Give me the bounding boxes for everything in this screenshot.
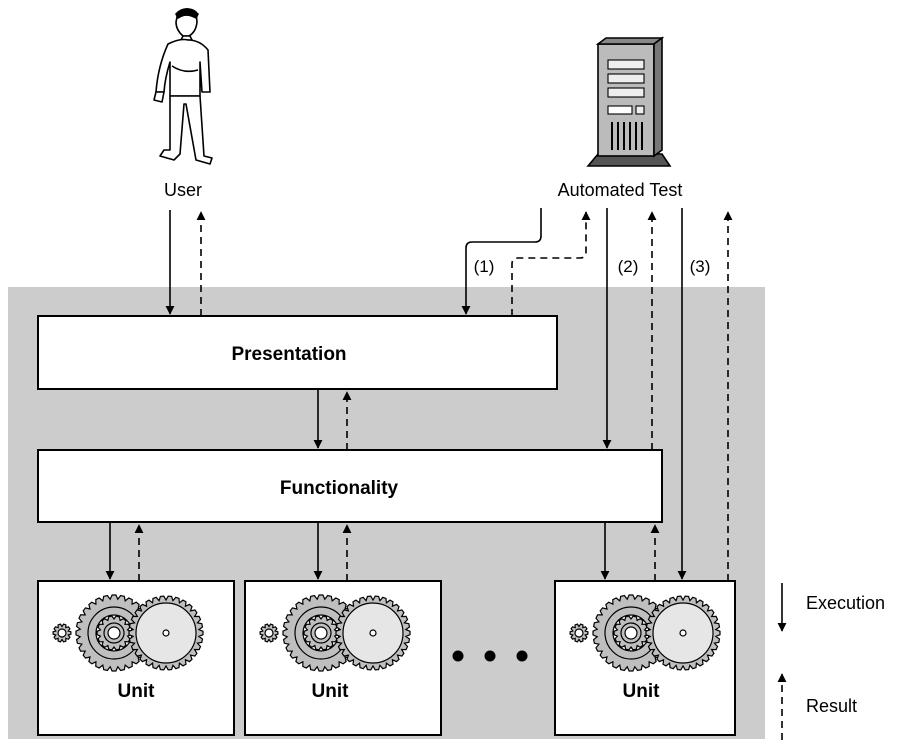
unit-box: Unit — [37, 580, 235, 736]
automated-test-label: Automated Test — [558, 180, 683, 200]
legend-result-label: Result — [806, 696, 857, 716]
unit-box: Unit — [554, 580, 736, 736]
ellipsis-dot — [484, 650, 496, 662]
unit-label: Unit — [623, 681, 661, 702]
unit-label: Unit — [118, 681, 156, 702]
user-figure-icon — [153, 8, 213, 165]
presentation-box — [37, 315, 558, 390]
gears-icon — [52, 594, 204, 672]
user-label: User — [164, 180, 202, 200]
gears-icon — [569, 594, 721, 672]
presentation-label: Presentation — [231, 344, 346, 365]
legend-execution-label: Execution — [806, 593, 885, 613]
ellipsis-dot — [452, 650, 464, 662]
unit-box: Unit — [244, 580, 442, 736]
server-icon — [586, 36, 672, 167]
functionality-box — [37, 449, 663, 523]
gears-icon — [259, 594, 411, 672]
unit-label: Unit — [312, 681, 350, 702]
ellipsis-dot — [516, 650, 528, 662]
functionality-label: Functionality — [280, 478, 399, 499]
path-label-2: (2) — [618, 257, 639, 276]
execution-arrow-path-1 — [461, 208, 542, 315]
result-arrow-path-1 — [511, 211, 591, 316]
path-label-3: (3) — [690, 257, 711, 276]
path-label-1: (1) — [474, 257, 495, 276]
